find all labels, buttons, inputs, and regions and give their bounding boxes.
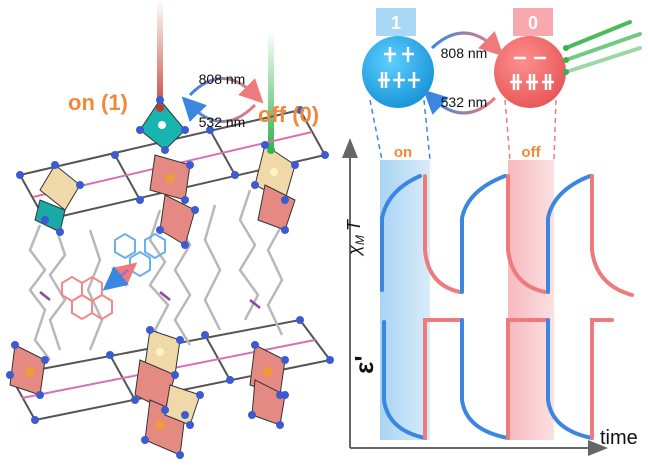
state-box-off [513, 8, 553, 36]
laser-dot-3 [563, 69, 569, 75]
spin-arrows-on [378, 47, 420, 88]
wavelength-808-left: 808 nm [199, 71, 246, 87]
eps-off-rise-3 [590, 318, 614, 440]
eps-on-drop-2 [460, 318, 510, 440]
cycle-arrow-bottom-right [423, 89, 497, 115]
epsilon-traces [382, 318, 614, 440]
off-state-label: off (0) [258, 102, 319, 127]
guest-molecule-blue [114, 232, 166, 278]
crystal-structure: on (1) off (0) 808 nm 532 nm [6, 0, 334, 459]
chi-on-rise-3 [546, 174, 592, 294]
eps-off-rise-1 [423, 318, 464, 440]
laser-dot-2 [563, 57, 569, 63]
metal-centers [25, 121, 278, 430]
chi-off-decay-2 [506, 174, 547, 294]
guest-pyrene-red [61, 275, 113, 321]
on-band [380, 160, 430, 440]
eps-off-rise-2 [506, 318, 550, 440]
chi-on-rise-1 [380, 174, 422, 292]
state-box-on-label: 1 [391, 13, 401, 33]
octahedra-top [34, 99, 296, 246]
svg-text:χMT: χMT [344, 218, 367, 257]
green-laser-beam [268, 30, 274, 150]
laser-spot-green [267, 146, 275, 154]
laser-spot-red [156, 104, 164, 112]
atoms [6, 96, 334, 459]
on-state-label: on (1) [68, 90, 128, 115]
y-label-chi-m-t: χMT [344, 218, 367, 257]
electron-ball-off [494, 36, 566, 108]
chi-off-decay-3 [590, 174, 634, 297]
x-label-time: time [600, 427, 638, 449]
green-laser-beams-right [564, 20, 642, 74]
state-box-on [376, 8, 416, 36]
cycle-arrow-top [188, 77, 264, 104]
eps-on-drop-1 [382, 320, 427, 440]
chi-on-rise-2 [460, 174, 507, 294]
wavelength-532-left: 532 nm [199, 114, 246, 130]
laser-dot-1 [563, 45, 569, 51]
y-label-epsilon: ε' [349, 355, 379, 374]
on-band-label: on [394, 144, 412, 161]
cycle-arrow-bottom [181, 96, 257, 123]
purple-linkers [39, 291, 261, 309]
spin-arrows-off [510, 56, 554, 90]
chi-t-traces [380, 174, 634, 297]
cycle-arrow-top-right [430, 31, 504, 57]
red-laser-beam [157, 0, 163, 120]
chi-off-decay-1 [423, 174, 462, 294]
eps-on-drop-3 [546, 318, 594, 440]
exchange-arrow [102, 262, 138, 291]
pillar-ligands [28, 189, 284, 361]
wavelength-532-right: 532 nm [441, 94, 488, 110]
state-box-off-label: 0 [528, 13, 538, 33]
wavelength-808-right: 808 nm [441, 45, 488, 61]
off-band-label: off [521, 144, 541, 161]
switching-plot: 1 0 [342, 8, 642, 456]
